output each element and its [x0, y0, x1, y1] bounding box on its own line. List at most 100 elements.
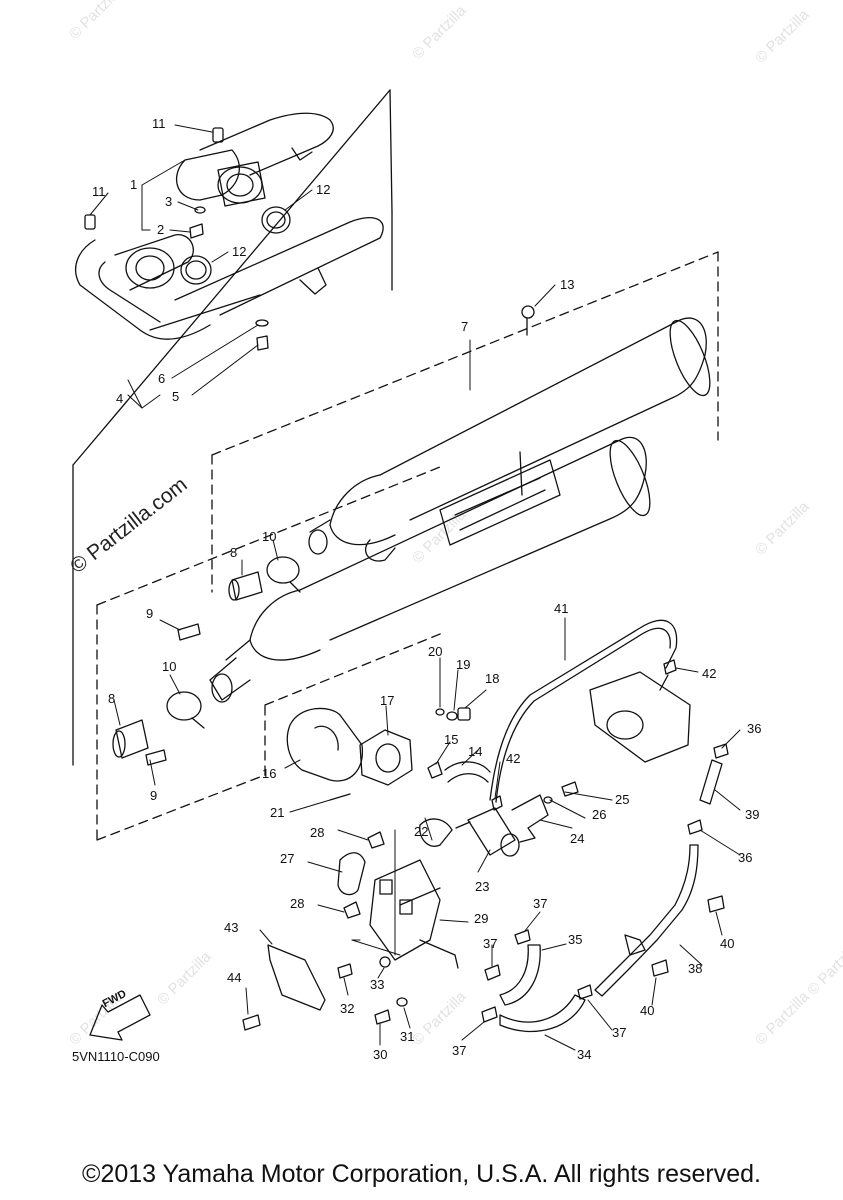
- air-filter-case-16: [286, 707, 364, 782]
- callout-37: 37: [533, 896, 548, 911]
- fwd-arrow-icon: [89, 994, 151, 1041]
- callout-40: 40: [720, 936, 735, 951]
- callout-40: 40: [640, 1003, 655, 1018]
- callout-43: 43: [224, 920, 239, 935]
- callout-6: 6: [158, 371, 166, 386]
- group-outline-mufflers: [96, 251, 719, 841]
- hose-27: [337, 852, 366, 896]
- callout-41: 41: [554, 601, 569, 616]
- clamp-36: [713, 743, 729, 759]
- bolt-13: [521, 305, 535, 336]
- bolt-40: [707, 895, 725, 913]
- callout-11: 11: [92, 184, 106, 199]
- stud-11: [212, 127, 224, 143]
- callout-27: 27: [280, 851, 295, 866]
- stud-11: [84, 214, 96, 230]
- callout-32: 32: [340, 1001, 355, 1016]
- callout-36: 36: [738, 850, 753, 865]
- bracket-24: [511, 794, 549, 843]
- callout-30: 30: [373, 1047, 388, 1062]
- clamp-36: [687, 819, 703, 835]
- callout-12: 12: [232, 244, 247, 259]
- intake-joint: [589, 671, 691, 763]
- callout-9: 9: [150, 788, 158, 803]
- clamp-42: [663, 659, 677, 675]
- callout-7: 7: [461, 319, 469, 334]
- clamp-15: [427, 761, 443, 779]
- callout-14: 14: [468, 744, 483, 759]
- reed-valve-17: [359, 729, 413, 786]
- callout-28: 28: [310, 825, 325, 840]
- hose-35: [499, 944, 541, 1006]
- callout-8: 8: [108, 691, 116, 706]
- clamp-37: [481, 1006, 498, 1023]
- callout-23: 23: [475, 879, 490, 894]
- callout-16: 16: [262, 766, 277, 781]
- callout-26: 26: [592, 807, 607, 822]
- leader-lines: [89, 124, 741, 1051]
- callout-2: 2: [157, 222, 165, 237]
- screw-21: [329, 793, 351, 801]
- muffler-assembly-7: [209, 317, 711, 703]
- callout-37: 37: [483, 936, 498, 951]
- gasket-12: [261, 206, 291, 234]
- joint-8: [112, 719, 149, 759]
- bolt-9: [177, 623, 201, 641]
- clamp-37: [514, 929, 531, 945]
- callout-25: 25: [615, 792, 630, 807]
- screw-32: [337, 963, 353, 979]
- callout-13: 13: [560, 277, 575, 292]
- callout-33: 33: [370, 977, 385, 992]
- clamp-28: [367, 831, 385, 849]
- clamp-10: [166, 691, 205, 729]
- callout-20: 20: [428, 644, 443, 659]
- hose-34: [499, 994, 586, 1033]
- hose-14: [444, 761, 491, 773]
- callout-39: 39: [745, 807, 760, 822]
- bracket-43: [267, 944, 326, 1011]
- callout-36: 36: [747, 721, 762, 736]
- joint-8: [228, 571, 263, 601]
- bolt-2: [189, 223, 204, 239]
- callout-31: 31: [400, 1029, 415, 1044]
- bolt-9: [145, 749, 167, 766]
- callout-44: 44: [227, 970, 242, 985]
- callout-8: 8: [230, 545, 238, 560]
- grommet-33: [379, 956, 391, 968]
- callout-29: 29: [474, 911, 489, 926]
- callout-9: 9: [146, 606, 154, 621]
- washer-20: [435, 708, 445, 716]
- bolt-5: [256, 335, 269, 351]
- air-cut-valve-29: [369, 859, 459, 969]
- clamp-28: [343, 901, 361, 919]
- check-valve-23: [455, 807, 520, 857]
- group-outline-headers: [72, 89, 393, 766]
- hose-41: [489, 619, 678, 801]
- clamp-37: [577, 984, 593, 1000]
- clamp-42: [491, 795, 503, 811]
- callout-37: 37: [612, 1025, 627, 1040]
- bolt-25: [561, 781, 579, 797]
- washer-3: [194, 206, 206, 214]
- pipe-38: [594, 844, 699, 997]
- diagram-code: 5VN1110-C090: [72, 1049, 160, 1064]
- nut-18: [457, 707, 471, 721]
- copyright-footer: ©2013 Yamaha Motor Corporation, U.S.A. A…: [82, 1160, 761, 1188]
- bolt-44: [242, 1014, 261, 1031]
- callout-42: 42: [702, 666, 717, 681]
- callout-28: 28: [290, 896, 305, 911]
- clamp-10: [266, 556, 301, 593]
- callout-22: 22: [414, 824, 429, 839]
- washer-19: [446, 711, 458, 721]
- callout-12: 12: [316, 182, 331, 197]
- callout-34: 34: [577, 1047, 592, 1062]
- hose-39: [699, 759, 723, 805]
- washer-31: [396, 997, 408, 1007]
- exhaust-pipe-4: [75, 217, 384, 340]
- washer-6: [255, 319, 269, 327]
- washer-26: [543, 796, 553, 804]
- callout-1: 1: [130, 177, 138, 192]
- callout-3: 3: [165, 194, 173, 209]
